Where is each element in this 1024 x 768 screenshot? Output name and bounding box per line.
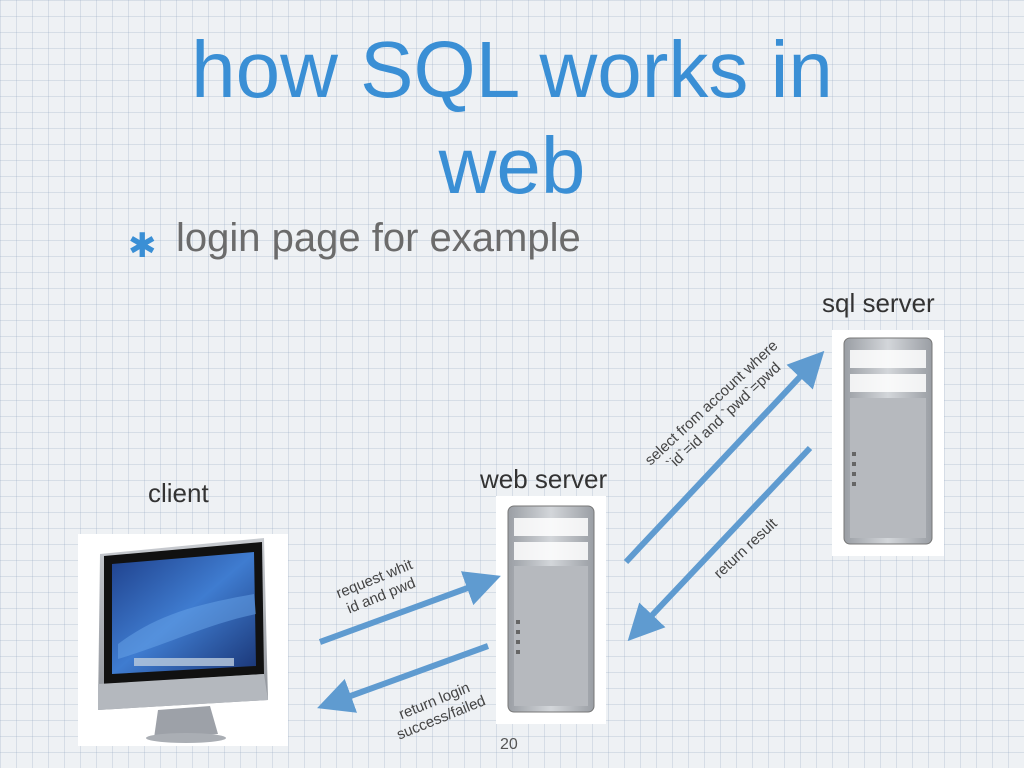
arrow-return-login — [317, 643, 490, 713]
imac-computer-icon — [78, 534, 288, 746]
slide-title-line-2: web — [438, 121, 586, 210]
arrow-request — [318, 571, 501, 645]
arrow-select — [623, 350, 825, 565]
sql-server-label: sql server — [822, 288, 935, 318]
web-server-label: web server — [480, 464, 608, 494]
asterisk-bullet-icon: ✱ — [128, 227, 157, 265]
page-number: 20 — [500, 736, 518, 753]
slide-title: how SQL works in web — [0, 22, 1024, 214]
arrow-return-result — [627, 445, 813, 642]
slide-title-line-1: how SQL works in — [191, 25, 833, 114]
bullet-text: login page for example — [176, 216, 581, 260]
sql-server-tower-icon — [832, 330, 944, 556]
web-server-tower-icon — [496, 496, 606, 724]
client-label: client — [148, 478, 209, 508]
